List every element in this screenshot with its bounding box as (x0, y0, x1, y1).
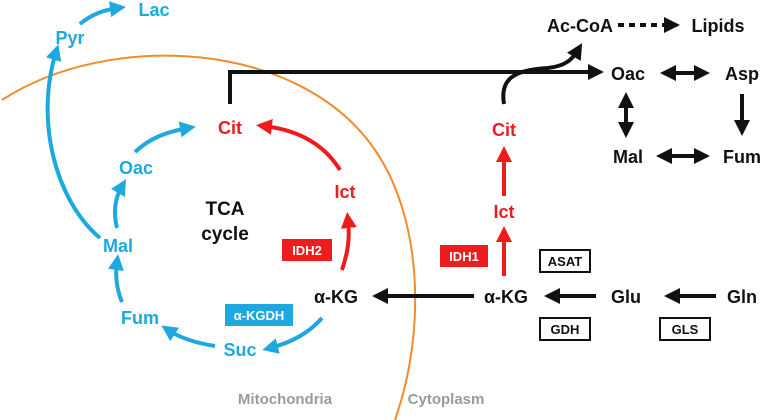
gln-label: Gln (727, 287, 757, 307)
fum-label: Fum (121, 308, 159, 328)
idh2-box (282, 239, 332, 261)
mito-cit-label: Cit (218, 118, 242, 138)
cyto-akg-label: α-KG (484, 287, 528, 307)
gdh-label: GDH (551, 322, 580, 337)
akgdh-box (225, 304, 293, 326)
mitochondrial-membrane (1, 54, 417, 420)
asat-box (539, 249, 591, 273)
pyr-label: Pyr (55, 28, 84, 48)
lipids-label: Lipids (692, 16, 745, 36)
tca-title-line-2: cycle (201, 224, 249, 245)
c-fum-label: Fum (723, 147, 761, 167)
oac-label: Oac (119, 158, 153, 178)
gls-box (659, 317, 711, 341)
accoa-label: Ac-CoA (547, 16, 613, 36)
suc-label: Suc (223, 340, 256, 360)
c-oac-label: Oac (611, 64, 645, 84)
arrow-oac-to-cit (133, 121, 196, 154)
arrow-akg-to-suc (262, 316, 324, 354)
cyto-ict-label: Ict (493, 202, 514, 222)
lac-label: Lac (138, 0, 169, 20)
mito-akg-label: α-KG (314, 287, 358, 307)
arrow-suc-to-fum (161, 325, 216, 348)
mito-ict-label: Ict (334, 182, 355, 202)
arrow-mal-to-oac (111, 179, 127, 229)
gls-label: GLS (672, 322, 699, 337)
cytoplasm-region-label: Cytoplasm (408, 391, 485, 408)
tca-title-line-1: TCA (205, 199, 244, 220)
cyto-cit-label: Cit (492, 120, 516, 140)
asat-label: ASAT (548, 254, 582, 269)
arrow-akg-to-ict-mito (340, 212, 357, 271)
idh1-box (440, 245, 488, 267)
arrow-ict-to-cit (256, 118, 342, 172)
arrow-fum-to-mal (107, 254, 124, 303)
mitochondria-region-label: Mitochondria (238, 391, 333, 408)
citrate-export-line (228, 64, 604, 104)
arrow-pyr-to-lac (78, 1, 126, 26)
arrow-cit-to-accoa (501, 43, 583, 105)
c-mal-label: Mal (613, 147, 643, 167)
idh1-label: IDH1 (449, 249, 479, 264)
gdh-box (539, 317, 591, 341)
c-asp-label: Asp (725, 64, 759, 84)
idh2-label: IDH2 (292, 243, 322, 258)
mal-label: Mal (103, 236, 133, 256)
arrow-mal-to-pyr (45, 44, 102, 240)
akgdh-label: α-KGDH (234, 308, 285, 323)
glu-label: Glu (611, 287, 641, 307)
